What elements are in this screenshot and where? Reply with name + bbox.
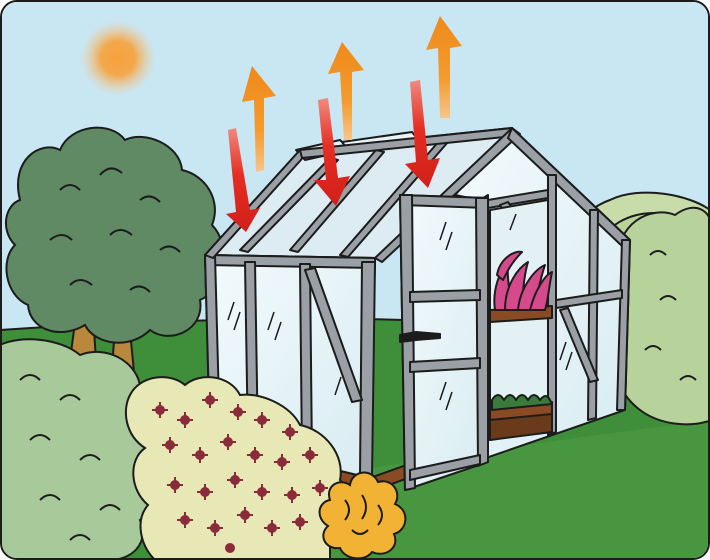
sun-icon — [80, 20, 156, 96]
orange-flowers — [320, 473, 406, 559]
